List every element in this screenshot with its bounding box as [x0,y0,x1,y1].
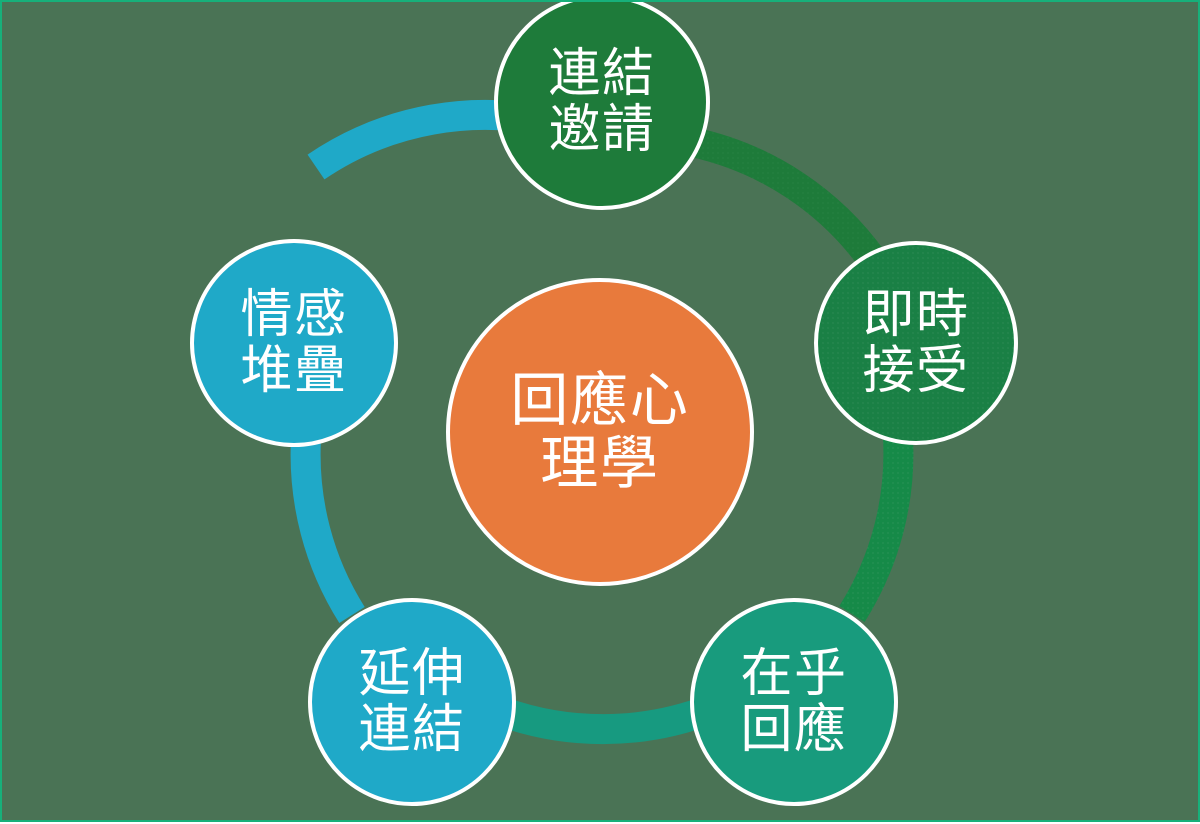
node-circle-emotional-stacking[interactable] [190,239,398,447]
node-circle-connection-invite[interactable] [494,2,710,210]
arc-bottom-left-to-left [290,438,365,624]
node-circle-caring-response[interactable] [690,598,898,806]
node-texture-overlay [816,243,1016,443]
center-circle[interactable] [446,278,754,586]
ring-arcs [290,99,914,745]
arc-bottom [489,694,717,745]
node-circles [190,2,1018,806]
node-circle-extended-connection[interactable] [308,598,516,806]
